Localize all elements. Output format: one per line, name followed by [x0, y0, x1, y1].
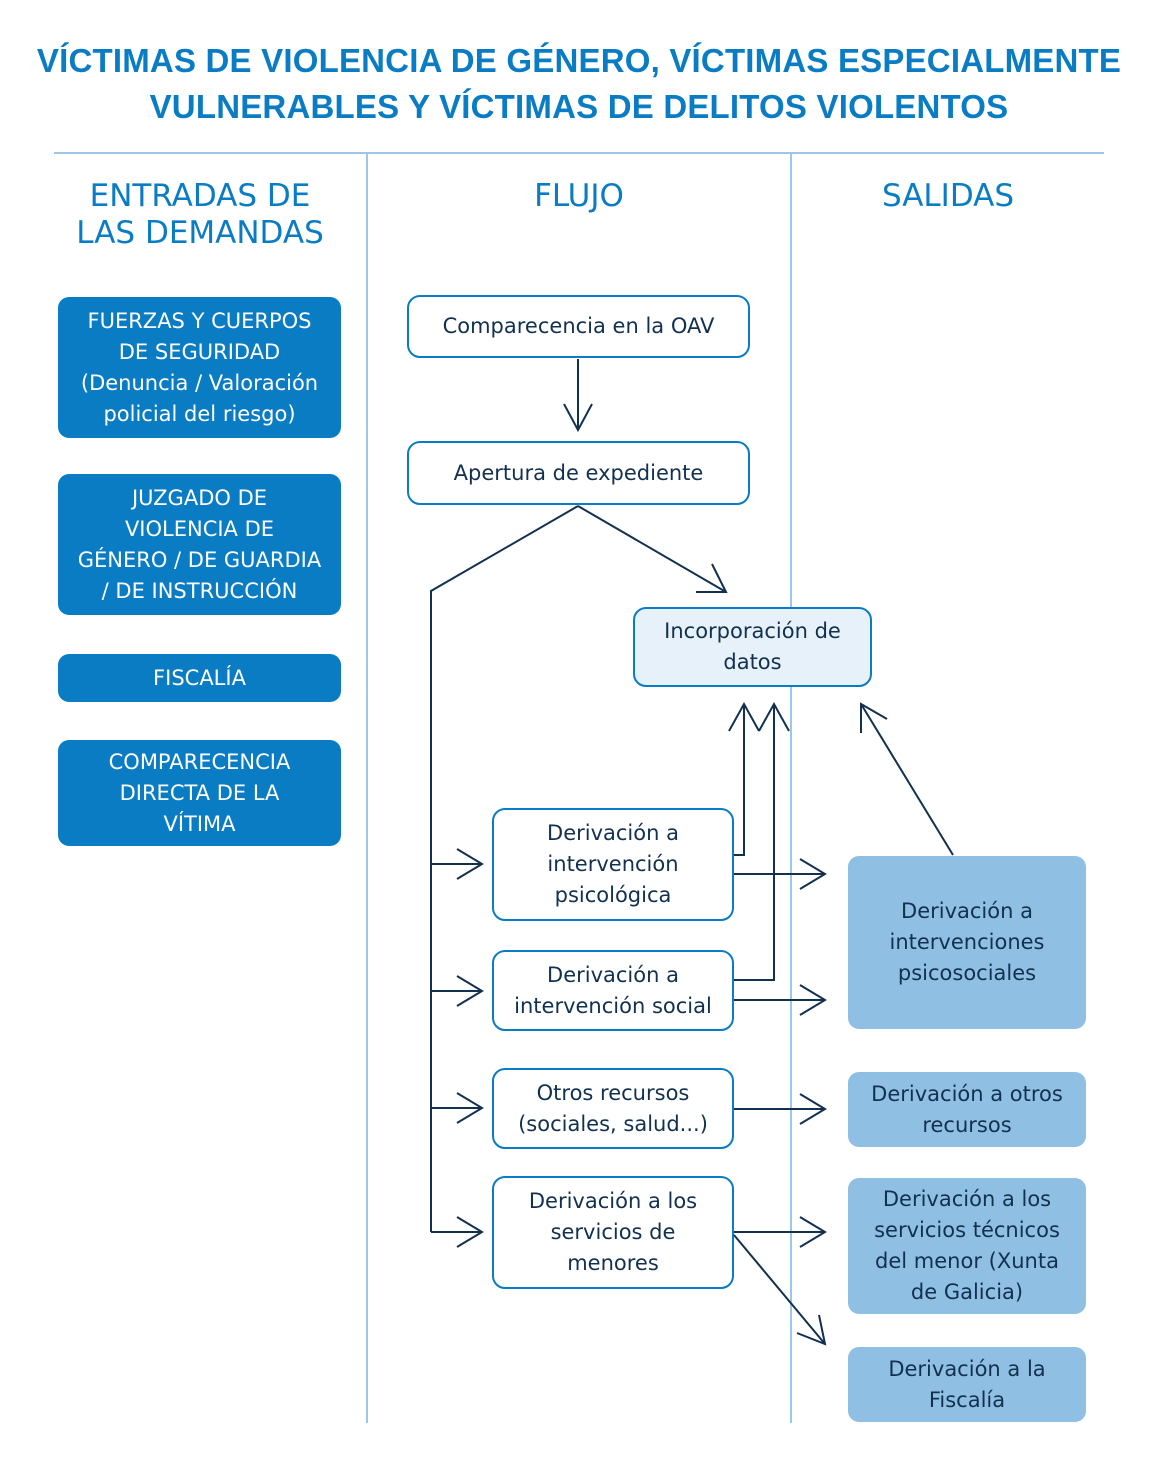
- flow-servicios-menores[interactable]: Derivación a los servicios de menores: [492, 1176, 734, 1289]
- input-juzgado[interactable]: JUZGADO DE VIOLENCIA DE GÉNERO / DE GUAR…: [58, 474, 341, 615]
- arrow-trunk-to-psicologica: [431, 848, 484, 880]
- flow-otros-recursos[interactable]: Otros recursos (sociales, salud...): [492, 1068, 734, 1149]
- arrow-apertura-to-incorporacion: [577, 505, 728, 593]
- arrow-trunk-to-menores: [431, 1216, 484, 1248]
- flow-intervencion-psicologica[interactable]: Derivación a intervención psicológica: [492, 808, 734, 921]
- output-servicios-tecnicos-menor[interactable]: Derivación a los servicios técnicos del …: [848, 1178, 1086, 1314]
- flow-intervencion-social[interactable]: Derivación a intervención social: [492, 950, 734, 1031]
- arrow-menores-to-tecnicos: [734, 1216, 827, 1248]
- arrow-menores-to-fiscalia: [733, 1234, 827, 1346]
- arrow-trunk-to-otros: [431, 1092, 484, 1124]
- arrow-otros-to-otros-recursos: [734, 1093, 827, 1125]
- arrow-psicosociales-to-incorporacion: [860, 702, 954, 856]
- arrow-social-to-incorporacion: [734, 701, 790, 981]
- input-fuerzas-seguridad[interactable]: FUERZAS Y CUERPOS DE SEGURIDAD (Denuncia…: [58, 297, 341, 438]
- arrow-trunk-to-social: [431, 975, 484, 1007]
- arrow-social-to-psicosociales: [734, 984, 827, 1016]
- column-header-inputs: ENTRADAS DE LAS DEMANDAS: [76, 178, 324, 251]
- column-header-flow: FLUJO: [534, 178, 624, 214]
- flow-incorporacion-datos[interactable]: Incorporación de datos: [633, 607, 872, 687]
- column-divider-right: [790, 153, 792, 1423]
- arrow-comparecencia-to-apertura: [563, 359, 593, 433]
- arrow-psicologica-to-psicosociales: [734, 858, 827, 890]
- output-intervenciones-psicosociales[interactable]: Derivación a intervenciones psicosociale…: [848, 856, 1086, 1029]
- page-title: VÍCTIMAS DE VIOLENCIA DE GÉNERO, VÍCTIMA…: [36, 42, 1122, 125]
- output-otros-recursos[interactable]: Derivación a otros recursos: [848, 1072, 1086, 1147]
- flow-apertura-expediente[interactable]: Apertura de expediente: [407, 441, 750, 505]
- input-fiscalia[interactable]: FISCALÍA: [58, 654, 341, 702]
- column-header-outputs: SALIDAS: [881, 178, 1015, 214]
- header-divider: [54, 152, 1104, 154]
- flow-comparecencia-oav[interactable]: Comparecencia en la OAV: [407, 295, 750, 358]
- input-comparecencia-directa[interactable]: COMPARECENCIA DIRECTA DE LA VÍTIMA: [58, 740, 341, 846]
- output-fiscalia[interactable]: Derivación a la Fiscalía: [848, 1347, 1086, 1422]
- column-divider-left: [366, 153, 368, 1423]
